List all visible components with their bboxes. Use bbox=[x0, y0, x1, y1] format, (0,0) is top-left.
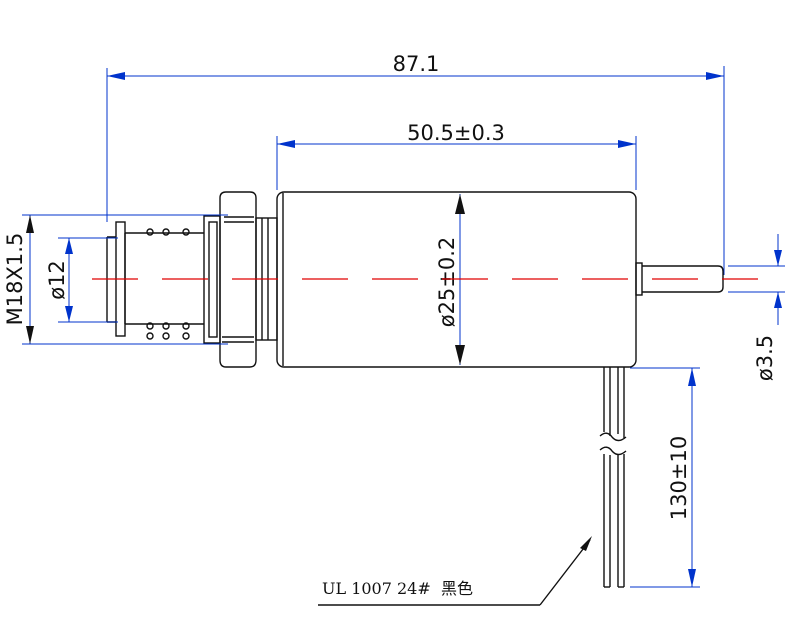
lead-length-text: 130±10 bbox=[667, 436, 691, 520]
shaft-diameter-dimension: ø3.5 bbox=[728, 234, 785, 381]
return-spring bbox=[146, 228, 190, 340]
shaft-diameter-text: ø3.5 bbox=[753, 335, 777, 381]
lead-wires bbox=[599, 367, 627, 588]
thread-dimension: M18X1.5 bbox=[3, 214, 228, 345]
body-length-dimension: 50.5±0.3 bbox=[276, 121, 637, 190]
mounting-nut bbox=[219, 191, 257, 368]
plunger-diameter-dimension: ø12 bbox=[45, 237, 118, 323]
body-diameter-dimension: ø25±0.2 bbox=[435, 194, 465, 365]
thread-text: M18X1.5 bbox=[3, 233, 27, 326]
overall-length-dimension: 87.1 bbox=[106, 52, 725, 275]
overall-length-text: 87.1 bbox=[393, 52, 440, 76]
body-length-text: 50.5±0.3 bbox=[407, 121, 505, 145]
body-diameter-text: ø25±0.2 bbox=[435, 237, 459, 328]
lead-length-dimension: 130±10 bbox=[630, 367, 700, 588]
plunger-diameter-text: ø12 bbox=[45, 260, 69, 300]
wire-spec-callout: UL 1007 24# 黑色 bbox=[318, 536, 592, 606]
wire-spec-text: UL 1007 24# 黑色 bbox=[322, 579, 473, 598]
